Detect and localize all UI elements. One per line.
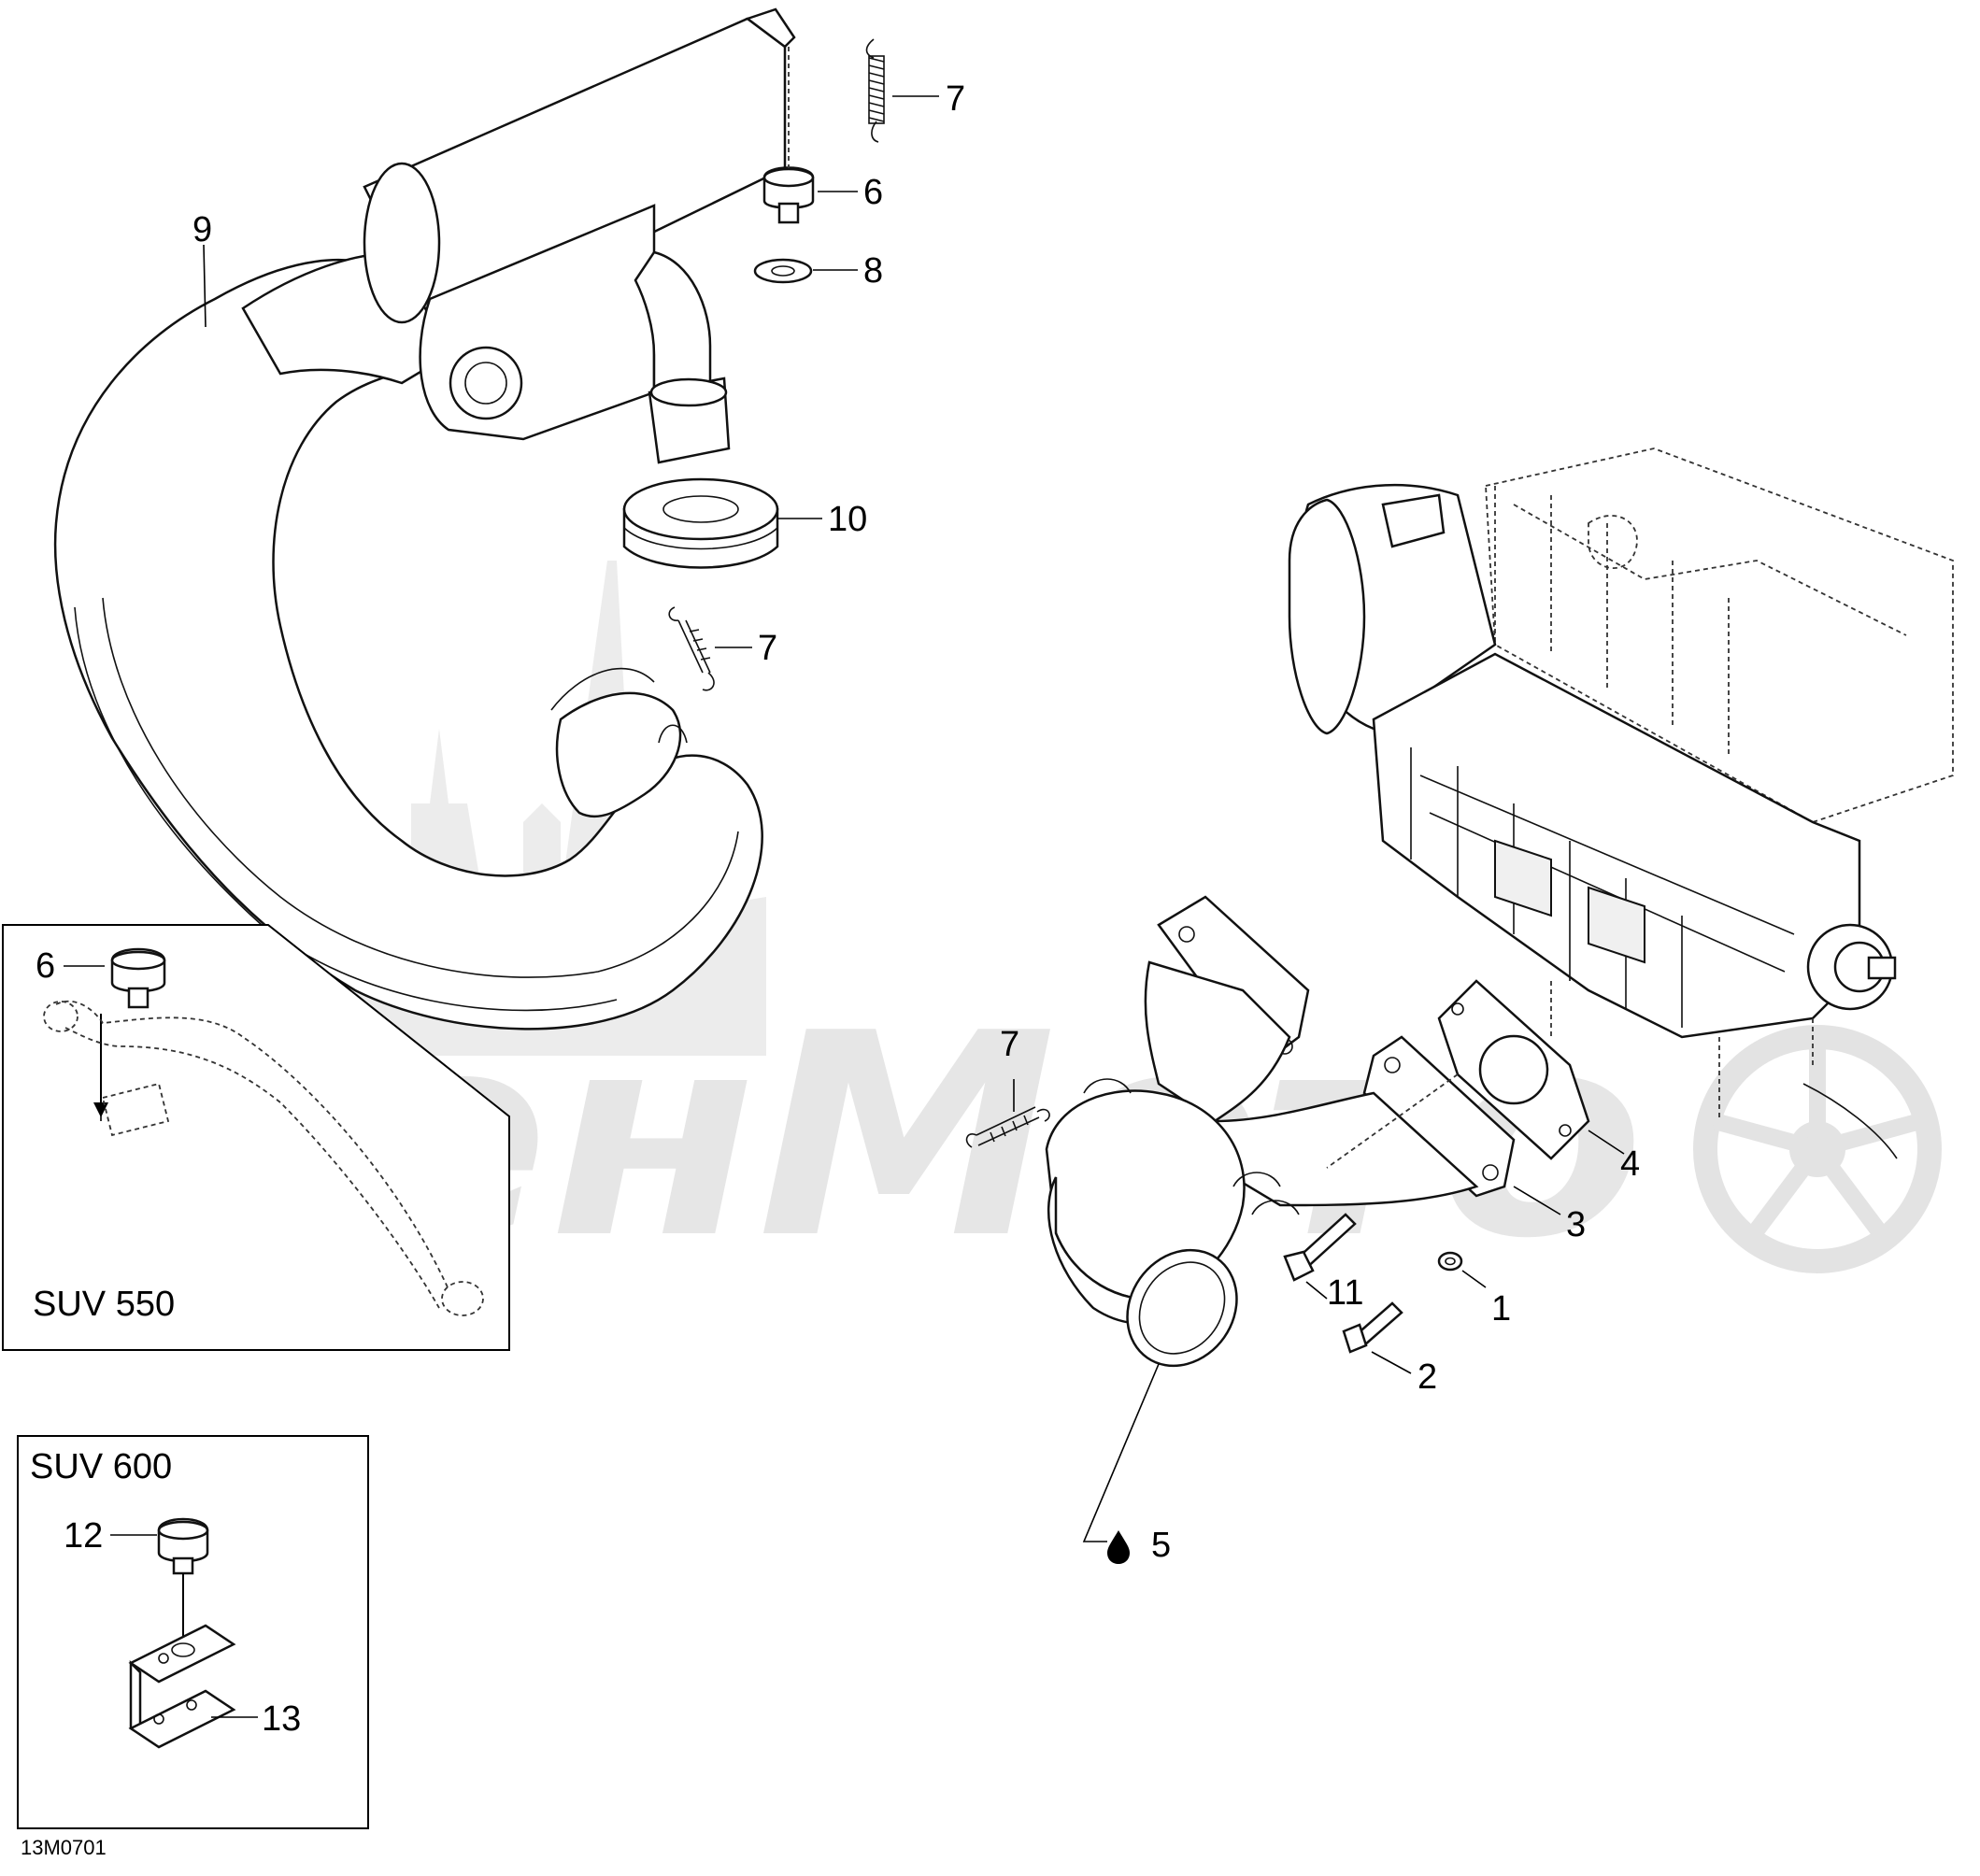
callout-8: 8: [863, 251, 883, 291]
engine-assembly: [1288, 448, 1954, 1159]
muffler-part-9: [53, 7, 796, 1030]
suv550-inset: SUV 550 6: [2, 924, 510, 1351]
callout-5: 5: [1151, 1526, 1171, 1565]
sleeve-part-5: [1126, 1248, 1238, 1368]
suv600-title: SUV 600: [30, 1447, 172, 1486]
oil-drop-icon: [1107, 1530, 1130, 1564]
washer-part-1: [1437, 1251, 1463, 1272]
bracket-part-13: [128, 1624, 236, 1749]
callout-1: 1: [1491, 1289, 1511, 1329]
callout-10: 10: [828, 500, 867, 539]
bracket-suv550: [43, 1000, 484, 1316]
image-code: 13M0701: [21, 1836, 107, 1859]
gasket-part-4: [1326, 979, 1590, 1169]
spring-part-7-top: [865, 38, 885, 143]
callout-11: 11: [1327, 1273, 1363, 1313]
rubber-mount-suv550: [93, 947, 166, 1121]
exhaust-manifold-part-3: [1045, 895, 1516, 1325]
callout-2: 2: [1417, 1357, 1437, 1397]
suv600-inset: SUV 600 12 13: [17, 1435, 369, 1829]
callout-9: 9: [192, 210, 212, 249]
washer-part-8: [753, 258, 813, 284]
wheel-watermark-icon: [1693, 1025, 1942, 1273]
spring-part-7-manifold: [965, 1106, 1050, 1148]
callout-12: 12: [64, 1516, 103, 1556]
suv550-title: SUV 550: [33, 1285, 175, 1324]
callout-6: 6: [863, 173, 883, 212]
callouts: 7 6 8 9 10 7 7 4 3 11 1 2 5: [192, 79, 1640, 1565]
callout-6-suv550: 6: [36, 946, 55, 986]
spring-part-7-middle: [668, 606, 715, 691]
callout-4: 4: [1620, 1144, 1640, 1184]
callout-7-manifold: 7: [1000, 1025, 1019, 1064]
callout-7-top: 7: [946, 79, 965, 119]
rubber-mount-part-6: [762, 47, 815, 224]
screw-part-2: [1342, 1301, 1403, 1354]
callout-3: 3: [1566, 1205, 1586, 1244]
grommet-part-10: [622, 477, 779, 569]
bolt-part-11: [1283, 1213, 1357, 1282]
callout-13: 13: [262, 1699, 301, 1739]
callout-7-middle: 7: [758, 629, 777, 668]
